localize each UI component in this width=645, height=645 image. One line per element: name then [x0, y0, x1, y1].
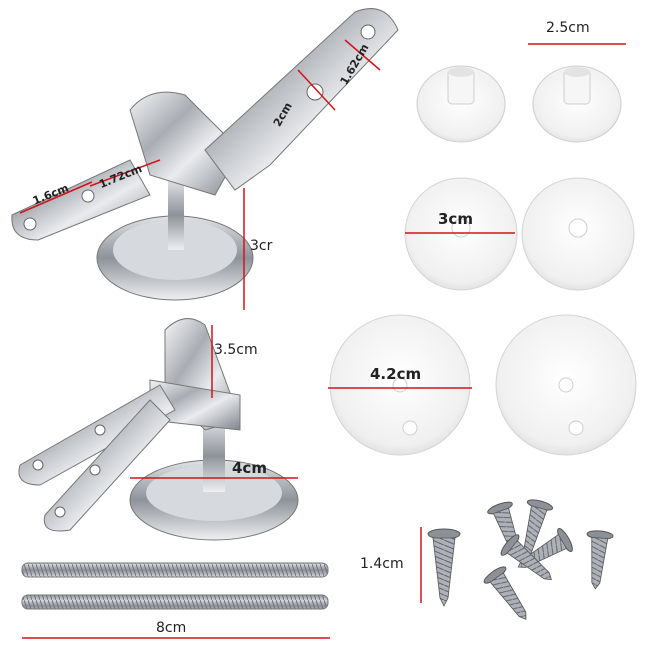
label-washer-large: 4.2cm — [370, 365, 422, 383]
threaded-rods — [21, 562, 329, 610]
label-rod-length: 8cm — [156, 620, 187, 636]
label-hinge-height: 3cr — [250, 238, 273, 254]
label-washer-small: 3cm — [438, 210, 473, 228]
label-cap-width: 2.5cm — [546, 20, 590, 36]
cap-right — [532, 65, 622, 143]
upper-dimension-lines — [19, 39, 381, 310]
lower-hinge — [18, 318, 299, 541]
screw-pile — [483, 499, 614, 620]
lower-dimension-lines — [130, 325, 298, 479]
label-lower-hinge-height: 3.5cm — [214, 342, 258, 358]
cap-left — [416, 65, 506, 143]
small-washer-left — [404, 177, 518, 291]
small-washer-right — [521, 177, 635, 291]
large-washer-right — [495, 314, 637, 456]
label-base-diameter: 4cm — [232, 459, 267, 477]
large-washer-left — [329, 314, 471, 456]
upper-hinge — [11, 8, 399, 301]
screw-single — [427, 528, 461, 607]
label-screw-length: 1.4cm — [360, 556, 404, 572]
